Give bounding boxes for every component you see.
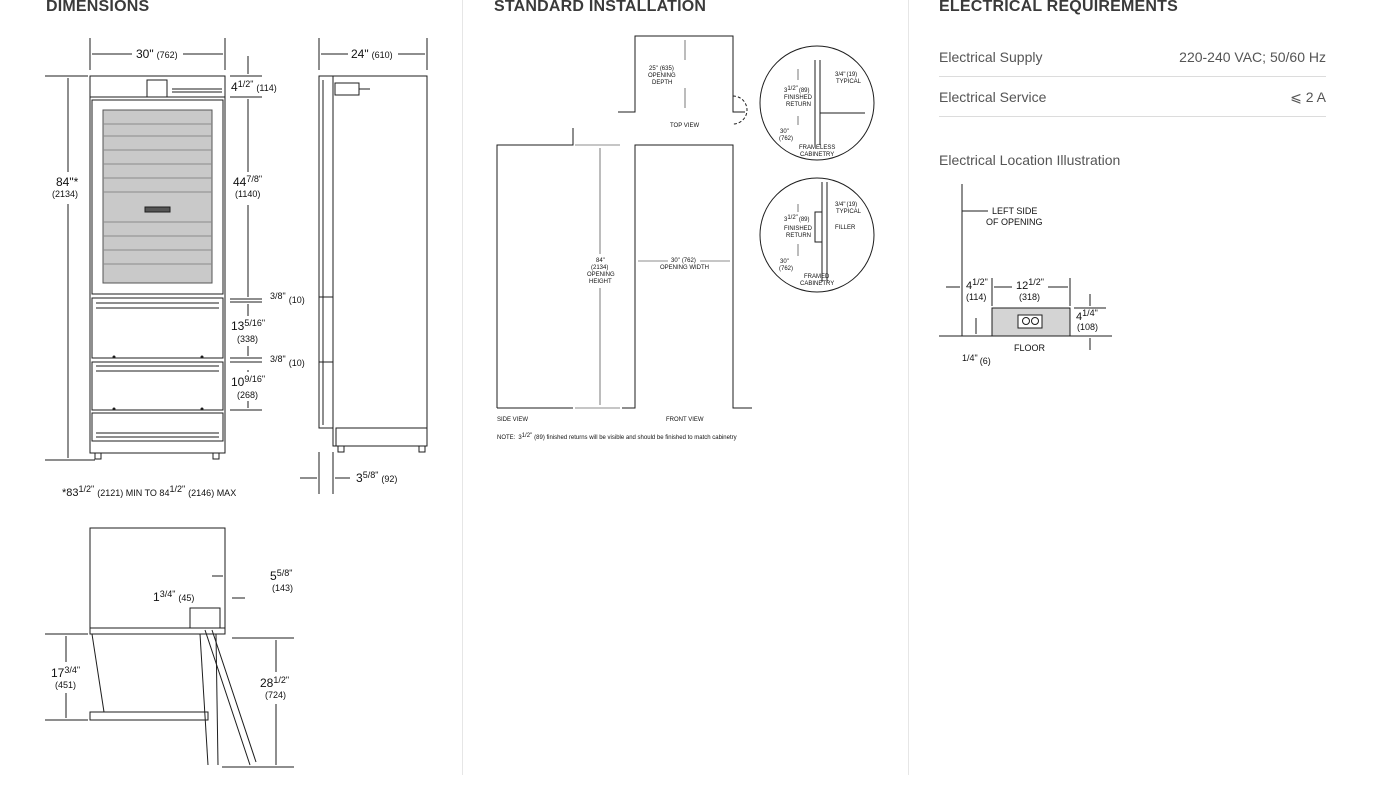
w1-label: 30" [780, 129, 789, 135]
typical1-label: 3/4"(19) [835, 72, 857, 78]
return2-l1: FINISHED [784, 226, 813, 232]
installation-front-view [622, 144, 752, 409]
door-height-mm: (1140) [235, 189, 260, 199]
return1-label: 31/2"(89) [784, 86, 810, 94]
offset-mm: (114) [966, 292, 986, 302]
dimensions-drawing: 30"(762) 84"* (2134) 41/2"(114) 447/8" (… [45, 38, 428, 768]
drawer1-label: 135/16" [231, 318, 265, 333]
electrical-supply-row: Electrical Supply 220-240 VAC; 50/60 Hz [939, 37, 1326, 77]
opening-height-l2: HEIGHT [589, 279, 612, 285]
return1-l2: RETURN [786, 102, 811, 108]
top-view-label: TOP VIEW [670, 123, 699, 129]
top-grille-label: 41/2"(114) [231, 79, 277, 94]
column-separator [908, 0, 909, 775]
gap1-label: 3/8"(10) [270, 291, 305, 305]
electrical-location-drawing: LEFT SIDE OF OPENING 41/2" (114) 121/2" … [939, 184, 1112, 366]
opening-width-l: OPENING WIDTH [660, 265, 709, 271]
width-mm: (318) [1019, 292, 1040, 302]
left-side-label: LEFT SIDE [992, 206, 1037, 216]
drawer2-mm: (268) [237, 390, 258, 400]
height-mm-label: (2134) [52, 189, 78, 199]
electrical-supply-label: Electrical Supply [939, 49, 1043, 65]
typical1-l: TYPICAL [836, 79, 862, 85]
handle-mm: (143) [272, 583, 293, 593]
depth-l1: OPENING [648, 73, 676, 79]
bottom-offset-label: 1/4"(6) [962, 353, 991, 366]
installation-top-view [618, 35, 748, 125]
offset-label: 41/2" [966, 277, 988, 292]
width-label: 121/2" [1016, 277, 1044, 292]
front-view-label: FRONT VIEW [666, 417, 704, 423]
opening-height-label: 84" [596, 258, 605, 264]
frameless-l1: FRAMELESS [799, 145, 835, 151]
depth-label: 25"(635) [649, 66, 674, 72]
installation-drawing: 25"(635) OPENING DEPTH TOP VIEW 84" (213… [496, 35, 875, 441]
frameless-detail-circle [759, 45, 875, 161]
return2-l2: RETURN [786, 233, 811, 239]
side-view-label: SIDE VIEW [497, 417, 528, 423]
illustration-title: Electrical Location Illustration [939, 152, 1121, 168]
electrical-service-row: Electrical Service ⩽ 2 A [939, 77, 1326, 117]
floor-label: FLOOR [1014, 343, 1046, 353]
dimensions-title: DIMENSIONS [46, 0, 150, 15]
height-label: 41/4" [1076, 308, 1098, 323]
return2-label: 31/2"(89) [784, 215, 810, 223]
installation-note: NOTE:31/2"(89) finished returns will be … [497, 433, 737, 441]
depth-l2: DEPTH [652, 80, 672, 86]
opening-width-label: 30"(762) [671, 258, 696, 264]
front-view-unit [89, 75, 226, 460]
drawer-depth-label: 173/4" [51, 665, 80, 680]
opening-height-l1: OPENING [587, 272, 615, 278]
top-view-unit [89, 527, 257, 766]
handle-label: 55/8" [270, 568, 292, 583]
clearance-label: 13/4"(45) [153, 589, 194, 604]
side-depth-label: 24"(610) [351, 47, 393, 61]
framed-l2: CABINETRY [800, 281, 834, 287]
frameless-l2: CABINETRY [800, 152, 834, 158]
gap2-label: 3/8"(10) [270, 354, 305, 368]
door-panel-label: 35/8"(92) [356, 470, 397, 485]
open-depth-label: 281/2" [260, 675, 289, 690]
height-mm: (108) [1077, 322, 1098, 332]
drawer-depth-mm: (451) [55, 680, 76, 690]
w2-mm: (762) [779, 266, 793, 272]
filler-label: FILLER [835, 225, 856, 231]
electrical-supply-value: 220-240 VAC; 50/60 Hz [1179, 49, 1326, 65]
column-separator [462, 0, 463, 775]
drawer2-label: 109/16" [231, 374, 265, 389]
installation-title: STANDARD INSTALLATION [494, 0, 707, 15]
installation-side-view [496, 128, 620, 409]
left-side-label-2: OF OPENING [986, 217, 1043, 227]
open-depth-mm: (724) [265, 690, 286, 700]
electrical-service-label: Electrical Service [939, 89, 1047, 105]
opening-height-mm: (2134) [591, 265, 608, 271]
w1-mm: (762) [779, 136, 793, 142]
electrical-title: ELECTRICAL REQUIREMENTS [939, 0, 1178, 15]
typical2-label: 3/4"(19) [835, 202, 857, 208]
door-height-label: 447/8" [233, 174, 262, 189]
return1-l1: FINISHED [784, 95, 813, 101]
typical2-l: TYPICAL [836, 209, 862, 215]
framed-l1: FRAMED [804, 274, 830, 280]
framed-detail-circle [759, 177, 875, 293]
width-top-label: 30"(762) [136, 47, 178, 61]
side-view-unit [318, 75, 428, 453]
height-note: *831/2"(2121) MIN TO 841/2"(2146) MAX [62, 484, 236, 499]
drawer1-mm: (338) [237, 334, 258, 344]
w2-label: 30" [780, 259, 789, 265]
height-label: 84"* [56, 175, 79, 189]
electrical-service-value: ⩽ 2 A [1290, 89, 1326, 105]
